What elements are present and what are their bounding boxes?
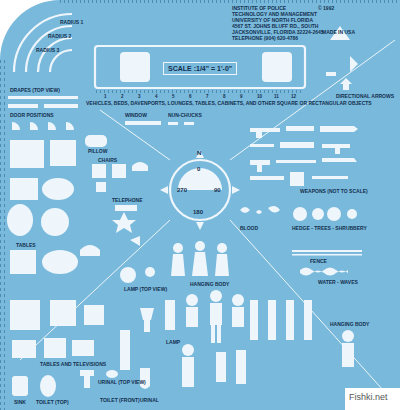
ruler-number: 7 — [206, 95, 209, 100]
stencil-label: TECHNOLOGY AND MANAGEMENT — [232, 12, 317, 17]
stencil-label: INSTITUTE OF POLICE — [232, 6, 286, 11]
ruler-number: 1 — [104, 95, 107, 100]
stencil-label: BLOOD — [240, 226, 258, 231]
stencil-label: N — [197, 150, 201, 156]
stencil-label: HANGING BODY — [190, 282, 229, 287]
ruler-number: 12 — [291, 95, 296, 100]
stencil-label: MADE IN USA — [322, 30, 355, 35]
ruler-number: 3 — [138, 95, 141, 100]
ruler-number: 8 — [223, 95, 226, 100]
stencil-label: FENCE — [310, 259, 327, 264]
stencil-label: PILLOW — [88, 149, 107, 154]
stencil-label: NUN-CHUCKS — [168, 113, 202, 118]
scale-box: SCALE :1/4" = 1'-0" — [163, 62, 237, 75]
stencil-label: © 1992 — [318, 6, 334, 11]
ruler-number: 11 — [274, 95, 279, 100]
stencil-label: 90 — [214, 187, 221, 193]
ruler-number: 10 — [257, 95, 262, 100]
stencil-label: TABLES — [16, 243, 36, 248]
ruler-number: 5 — [172, 95, 175, 100]
stencil-label: RADIUS 1 — [60, 20, 83, 25]
stencil-label: DIRECTIONAL ARROWS — [336, 94, 394, 99]
ruler-number: 6 — [189, 95, 192, 100]
stencil-label: WEAPONS (NOT TO SCALE) — [300, 189, 368, 194]
stencil-label: TELEPHONE — [112, 198, 143, 203]
stencil-label: 4567 ST. JOHNS BLUFF RD., SOUTH — [232, 24, 318, 29]
stencil-label: 180 — [193, 209, 203, 215]
stencil-label: DRAPES (TOP VIEW) — [10, 88, 60, 93]
scale-text: SCALE :1/4" = 1'-0" — [168, 65, 232, 72]
stencil-label: TELEPHONE (904) 620-4786 — [232, 36, 298, 41]
watermark: Fishki.net — [349, 393, 388, 402]
stencil-label: LAMP — [166, 340, 180, 345]
stencil-label: VEHICLES, BEDS, DAVENPORTS, LOUNGES, TAB… — [86, 101, 372, 106]
stencil-label: DOOR POSITIONS — [10, 113, 54, 118]
stencil-label: 0 — [197, 166, 200, 172]
stencil-label: JACKSONVILLE, FLORIDA 32224-2645 — [232, 30, 324, 35]
stencil-label: URINAL (TOP VIEW) — [98, 380, 146, 385]
stencil-label: WINDOW — [125, 113, 147, 118]
stencil-label: WATER - WAVES — [318, 280, 358, 285]
stencil-label: TOILET (FRONT) — [100, 398, 140, 403]
stencil-label: SINK — [14, 400, 26, 405]
stencil-label: TABLES AND TELEVISIONS — [40, 362, 106, 367]
stencil-label: TOILET (TOP) — [36, 400, 69, 405]
stencil-label: CHAIRS — [98, 158, 117, 163]
stencil-label: HEDGE - TREES - SHRUBBERY — [292, 226, 367, 231]
stencil-label: UNIVERSITY OF NORTH FLORIDA — [232, 18, 313, 23]
stencil-label: 270 — [177, 187, 187, 193]
stencil-label: HANGING BODY — [330, 322, 369, 327]
stencil-label: URINAL — [140, 398, 159, 403]
ruler-number: 4 — [155, 95, 158, 100]
stencil-label: RADIUS 2 — [48, 34, 71, 39]
ruler-number: 2 — [121, 95, 124, 100]
stencil-label: RADIUS 3 — [36, 48, 59, 53]
stencil-label: LAMP (TOP VIEW) — [124, 287, 167, 292]
ruler-number: 9 — [240, 95, 243, 100]
